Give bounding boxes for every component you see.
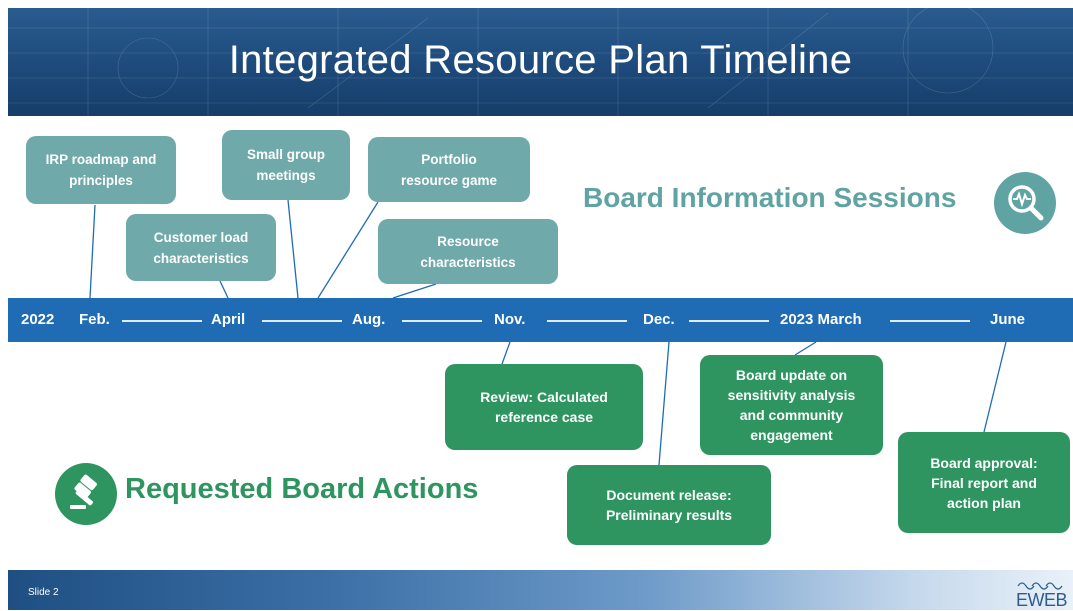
tick-feb: Feb. <box>79 311 110 328</box>
tick-nov: Nov. <box>494 311 526 328</box>
board-actions-heading: Requested Board Actions <box>125 473 479 505</box>
connector-resource <box>392 283 437 299</box>
action-box-approval: Board approval: Final report and action … <box>898 432 1070 533</box>
tick-june: June <box>990 311 1026 328</box>
connector-document <box>658 341 670 466</box>
title-banner: Integrated Resource Plan Timeline <box>8 8 1073 116</box>
info-box-roadmap: IRP roadmap and principles <box>26 136 176 204</box>
action-box-review: Review: Calculated reference case <box>445 364 643 450</box>
page-title: Integrated Resource Plan Timeline <box>228 38 853 82</box>
tick-2022: 2022 <box>21 311 55 328</box>
magnifier-pulse-icon <box>994 172 1056 234</box>
connector-roadmap <box>89 204 96 299</box>
connector-approval <box>983 341 1007 433</box>
tick-april: April <box>211 311 246 328</box>
info-box-portfolio: Portfolio resource game <box>368 137 530 202</box>
eweb-logo-text: EWEB <box>1016 590 1068 610</box>
timeline-axis <box>8 298 1073 342</box>
gavel-icon <box>55 463 117 525</box>
info-box-customer-load: Customer load characteristics <box>126 214 276 281</box>
info-box-small-group: Small group meetings <box>222 130 350 200</box>
tick-dec: Dec. <box>643 311 675 328</box>
info-box-resource: Resource characteristics <box>378 219 558 284</box>
eweb-logo-icon <box>1017 582 1063 590</box>
action-box-document: Document release: Preliminary results <box>567 465 771 545</box>
tick-aug: Aug. <box>352 311 386 328</box>
footer-bar <box>8 570 1073 610</box>
action-box-board-update: Board update on sensitivity analysis and… <box>700 355 883 455</box>
connector-portfolio <box>317 201 379 299</box>
connector-small-group <box>287 199 299 299</box>
connector-customer-load <box>219 280 229 299</box>
tick-2023-march: 2023 March <box>780 311 862 328</box>
connector-board-update <box>794 341 817 356</box>
board-info-heading: Board Information Sessions <box>583 182 957 213</box>
connector-review <box>501 341 511 365</box>
slide-number: Slide 2 <box>28 587 59 598</box>
blueprint-pattern <box>8 8 1073 116</box>
